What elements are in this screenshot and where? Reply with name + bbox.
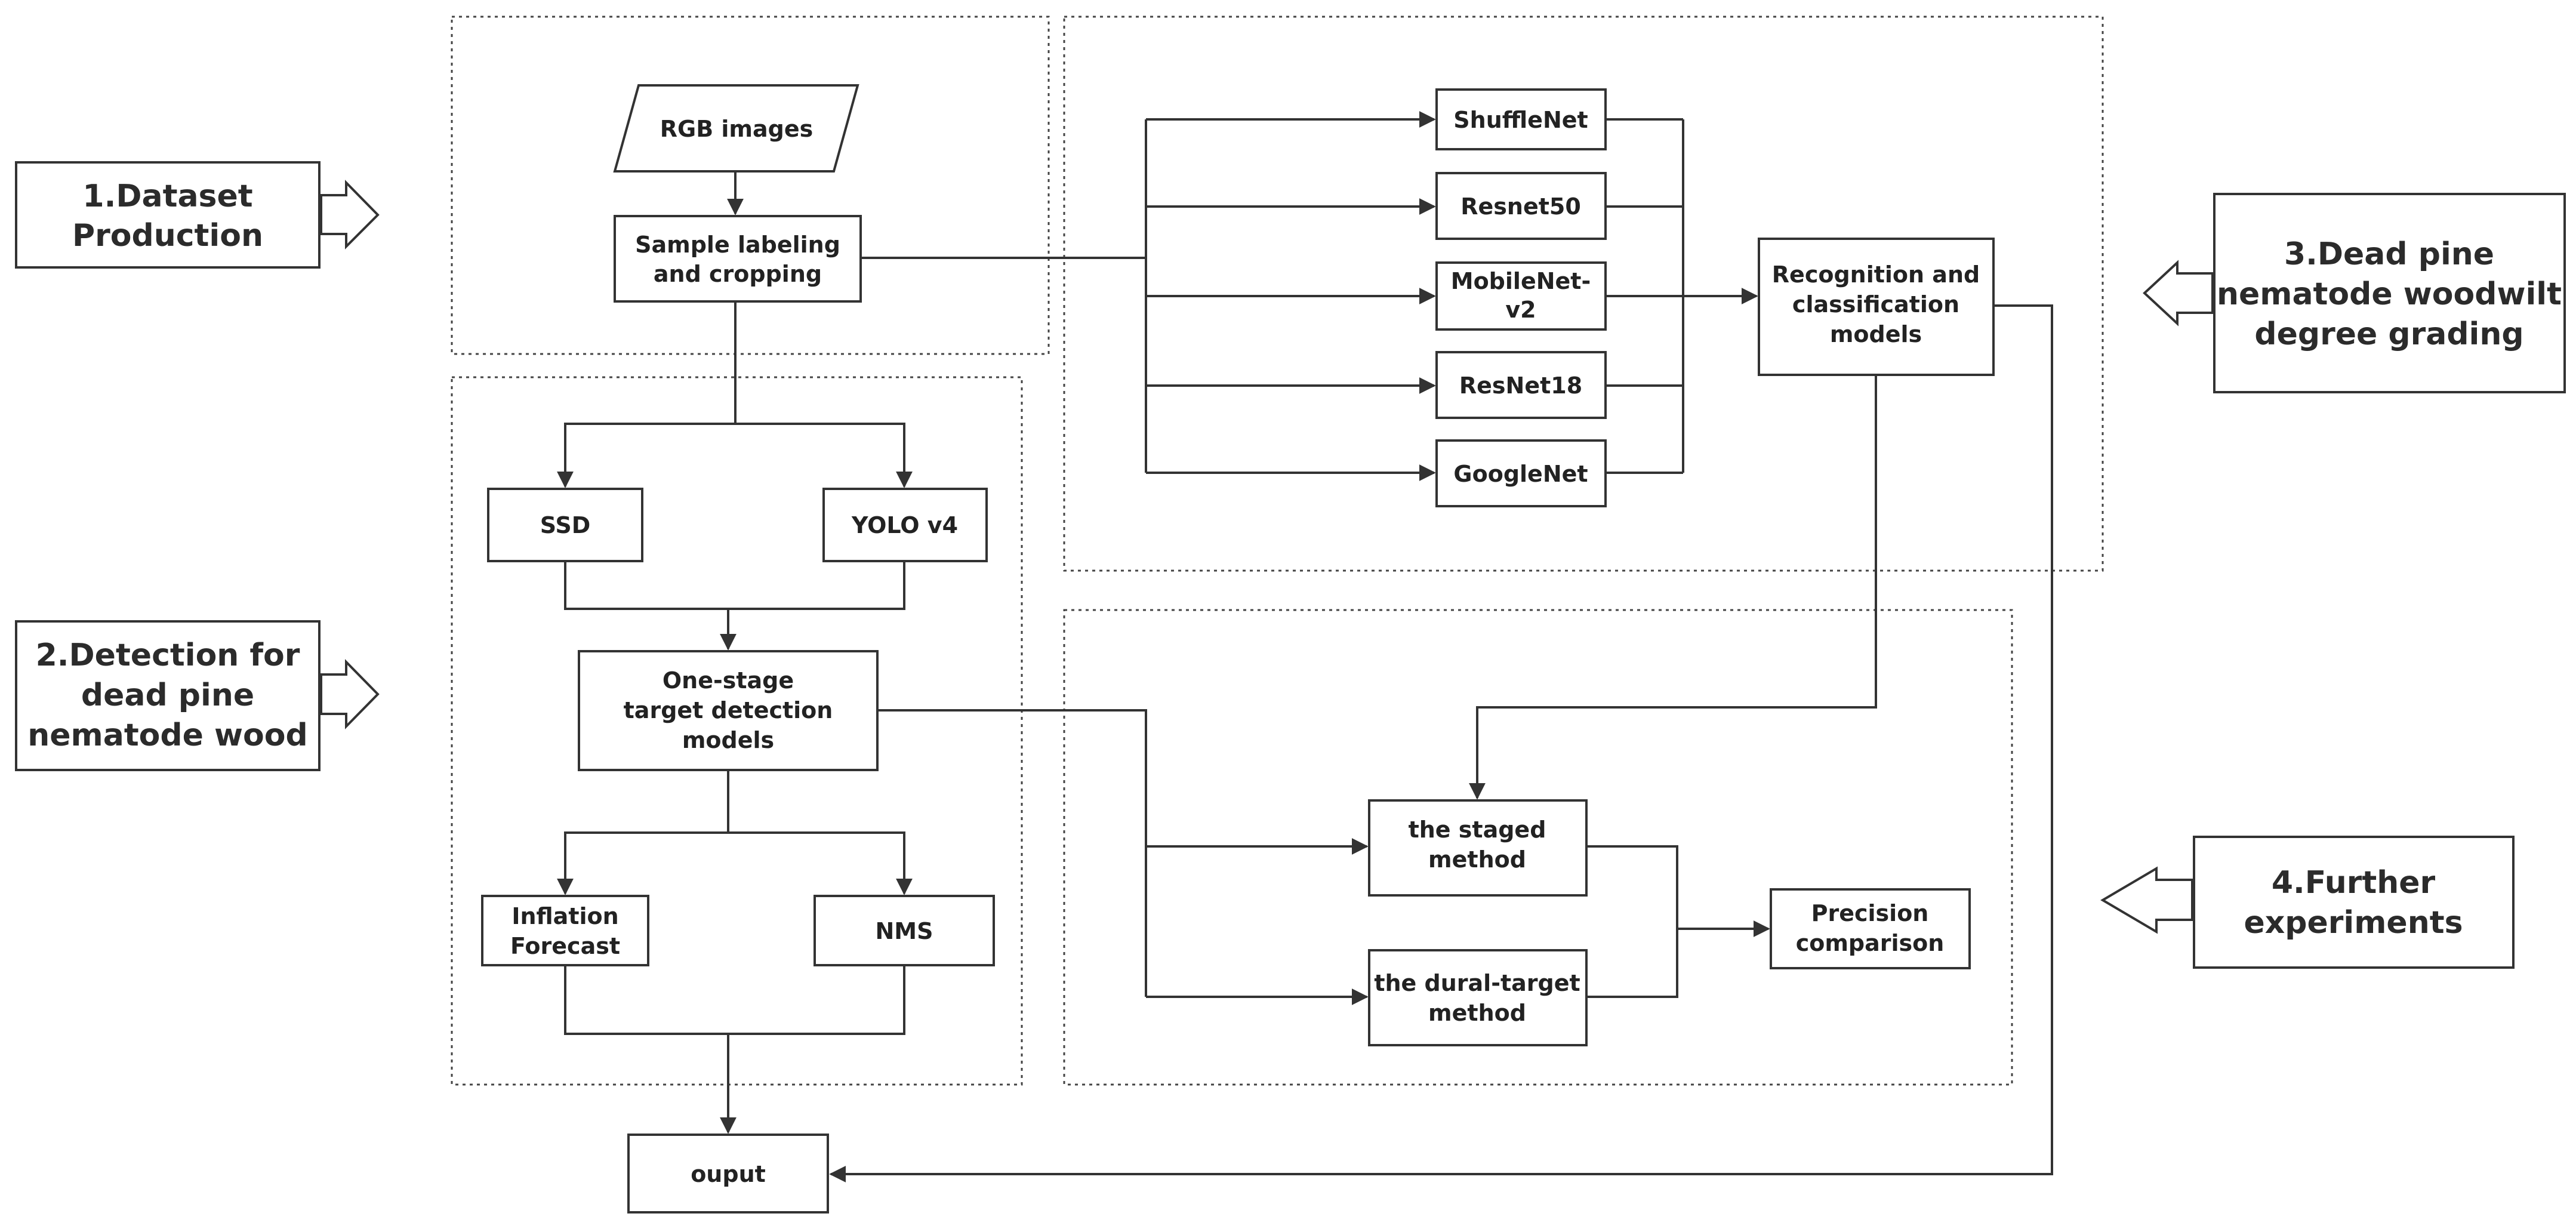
stage-grading-line2: nematode woodwilt	[2217, 276, 2562, 312]
nms-node	[814, 895, 995, 966]
recognition-label-line2: classification	[1792, 291, 1959, 318]
recognition-node	[1758, 238, 1995, 376]
output-node	[627, 1134, 829, 1213]
stage-detection-line3: nematode wood	[27, 717, 307, 753]
precision-label-line2: comparison	[1796, 930, 1945, 956]
stage-box-further	[2193, 836, 2515, 969]
edge-labeling-to-detectors	[557, 301, 737, 488]
mobilenet-node	[1435, 261, 1607, 331]
stage-dataset-line1: 1.Dataset	[82, 178, 252, 214]
edge-recog-to-staged	[1469, 375, 1877, 800]
output-label: ouput	[691, 1161, 766, 1187]
edge-onestage-to-methods	[877, 709, 1147, 997]
mobilenet-label-line2: v2	[1505, 297, 1536, 323]
recognition-label-line1: Recognition and	[1772, 261, 1980, 288]
dural-method-node	[1368, 949, 1588, 1046]
shufflenet-label: ShuffleNet	[1453, 107, 1588, 133]
edge-onestage-split	[557, 770, 729, 895]
sample-labeling-node	[614, 215, 862, 303]
edge-recog-to-output	[829, 304, 2053, 1182]
edge-split-to-yolo	[735, 423, 913, 488]
staged-method-node	[1368, 799, 1588, 897]
stage-dataset-line2: Production	[72, 218, 263, 254]
stage-box-grading	[2213, 193, 2566, 393]
nms-label: NMS	[876, 918, 933, 944]
googlenet-label: GoogleNet	[1453, 461, 1588, 487]
detection-arrow-icon	[320, 659, 380, 729]
googlenet-node	[1435, 439, 1607, 507]
precision-label-line1: Precision	[1811, 900, 1929, 926]
yolo-node	[822, 488, 988, 562]
dural-method-label-line2: method	[1428, 1000, 1526, 1026]
staged-method-label-line1: the staged	[1409, 817, 1546, 843]
stage-box-dataset	[15, 161, 321, 269]
resnet50-label: Resnet50	[1460, 193, 1581, 220]
resnet50-node	[1435, 172, 1607, 240]
shufflenet-node	[1435, 88, 1607, 150]
stage-grading-line3: degree grading	[2254, 316, 2523, 352]
region-dataset	[451, 16, 1050, 355]
edge-postproc-merge	[564, 965, 905, 1035]
stage-box-detection	[15, 620, 321, 771]
stage-further-line1: 4.Further	[2272, 865, 2436, 901]
resnet18-node	[1435, 351, 1607, 419]
stage-detection-line2: dead pine	[81, 677, 254, 713]
region-detection	[451, 376, 1023, 1086]
yolo-label: YOLO v4	[851, 512, 958, 538]
edge-split-to-nms	[728, 831, 913, 895]
precision-node	[1770, 888, 1971, 969]
inflation-node	[481, 895, 649, 966]
stage-further-line2: experiments	[2244, 905, 2463, 941]
sample-labeling-label-line2: and cropping	[654, 261, 822, 287]
rgb-images-node	[613, 84, 859, 173]
onestage-label-line2: target detection	[624, 697, 833, 723]
further-arrow-icon	[2100, 866, 2193, 934]
inflation-label-line1: Inflation	[511, 903, 618, 929]
rgb-images-label: RGB images	[660, 116, 814, 142]
recognition-label-line3: models	[1830, 321, 1922, 347]
onestage-node	[578, 650, 879, 771]
onestage-label-line1: One-stage	[663, 667, 794, 694]
resnet18-label: ResNet18	[1459, 372, 1582, 399]
grading-arrow-icon	[2143, 260, 2214, 327]
inflation-label-line2: Forecast	[510, 933, 620, 959]
stage-detection-line1: 2.Detection for	[36, 637, 300, 673]
staged-method-label-line2: method	[1428, 846, 1526, 873]
sample-labeling-label-line1: Sample labeling	[635, 232, 840, 258]
dataset-arrow-icon	[320, 180, 380, 250]
dural-method-label-line1: the dural-target	[1374, 970, 1580, 996]
region-further	[1063, 609, 2013, 1086]
stage-grading-line1: 3.Dead pine	[2284, 236, 2494, 272]
edge-detectors-merge	[564, 561, 905, 610]
mobilenet-label-line1: MobileNet-	[1451, 268, 1591, 294]
ssd-node	[487, 488, 643, 562]
onestage-label-line3: models	[682, 727, 774, 753]
edge-methods-merge	[1586, 845, 1678, 998]
ssd-label: SSD	[540, 512, 591, 538]
region-grading	[1063, 16, 2104, 572]
